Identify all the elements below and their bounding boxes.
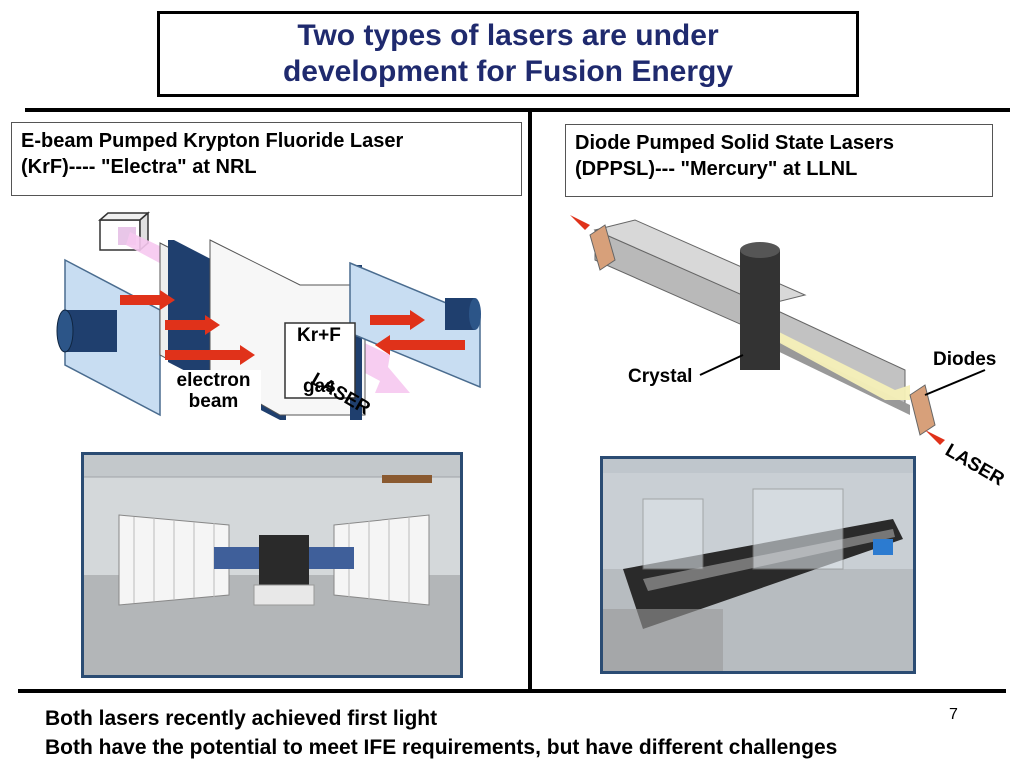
arrow-left-upper — [370, 310, 425, 330]
right-cylinder — [445, 298, 481, 330]
krf-diagram — [56, 211, 481, 420]
red-arrows — [120, 290, 465, 365]
vertical-cylinder — [740, 250, 780, 370]
right-housing-bottom — [765, 335, 910, 415]
page-number: 7 — [949, 706, 958, 723]
footer-line1: Both lasers recently achieved first ligh… — [45, 707, 438, 730]
left-end-frame — [589, 224, 616, 271]
top-divider — [25, 108, 1010, 112]
arrow-right-2 — [165, 315, 220, 335]
input-arrow — [570, 215, 590, 230]
right-end-frame — [909, 384, 936, 436]
dppsl-label-line2: (DPPSL)--- "Mercury" at LLNL — [575, 158, 858, 180]
slide-title-line1: Two types of lasers are under — [297, 19, 719, 52]
mercury-diagram — [570, 215, 986, 445]
crystal-leader — [699, 354, 744, 376]
center-divider — [528, 110, 532, 690]
gas-label: gas — [303, 376, 336, 397]
diodes-label: Diodes — [933, 349, 997, 370]
krf-label-line2: (KrF)---- "Electra" at NRL — [21, 156, 257, 178]
mercury-photo — [600, 456, 916, 674]
cylinder-top — [740, 242, 780, 258]
arrow-left-lower — [375, 335, 465, 355]
krf-label-box: E-beam Pumped Krypton Fluoride Laser (Kr… — [11, 122, 522, 196]
krf-label-line1: E-beam Pumped Krypton Fluoride Laser — [21, 130, 404, 152]
dppsl-label-box: Diode Pumped Solid State Lasers (DPPSL)-… — [565, 124, 993, 197]
kr-f-label: Kr+F — [297, 325, 341, 346]
output-arrow — [925, 430, 945, 445]
diodes-leader — [924, 369, 986, 396]
slide-title-line2: development for Fusion Energy — [282, 55, 734, 88]
crystal-label: Crystal — [628, 366, 693, 387]
beam-label: beam — [188, 391, 239, 412]
electron-beam-label: electron beam — [166, 370, 261, 412]
dppsl-label-line1: Diode Pumped Solid State Lasers — [575, 132, 894, 154]
arrow-right-1 — [120, 290, 175, 310]
laser-beam-yellow — [765, 325, 910, 400]
electra-photo — [81, 452, 463, 678]
electron-label: electron — [176, 370, 251, 391]
slide-title-box: Two types of lasers are under developmen… — [157, 11, 859, 97]
source-box — [98, 211, 150, 252]
footer-line2: Both have the potential to meet IFE requ… — [45, 736, 838, 759]
krf-chamber-box — [284, 322, 356, 399]
left-cylinder — [56, 309, 117, 353]
bottom-divider — [18, 689, 1006, 693]
arrow-right-3 — [165, 345, 255, 365]
